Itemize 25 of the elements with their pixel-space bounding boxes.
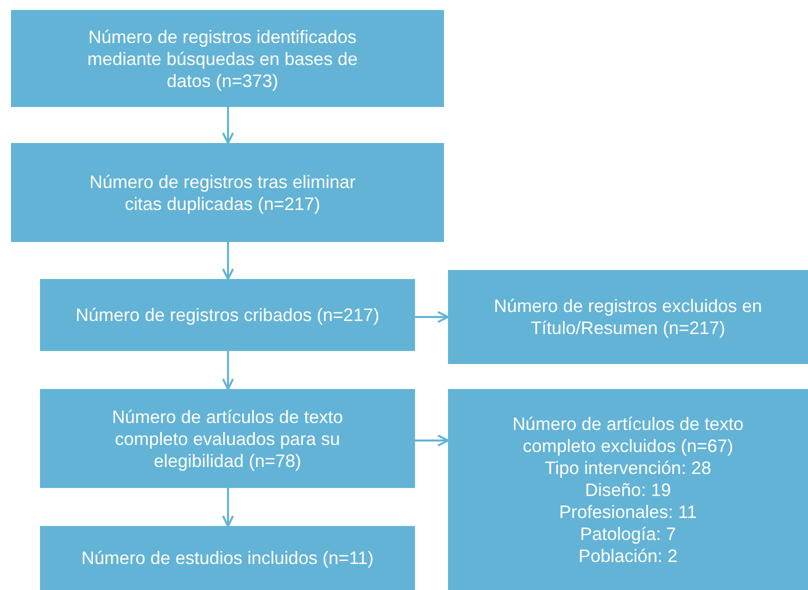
exclusion-reason: Profesionales: 11: [559, 500, 697, 522]
exclusion-reason: Patología: 7: [580, 522, 676, 544]
process-box: [40, 279, 415, 351]
box-text: Número de registros excluidos en Título/Resumen (n=217): [492, 295, 764, 339]
box-text: Número de artículos de texto completo evaluados para su elegibilidad (n=78): [110, 406, 344, 472]
process-box: [448, 389, 808, 590]
arrow: [222, 488, 234, 527]
box-text: Número de registros tras eliminar citas duplicadas (n=217): [88, 170, 357, 214]
process-box: [448, 270, 808, 364]
arrow: [222, 107, 234, 144]
box-text: Número de estudios incluidos (n=11): [81, 547, 374, 569]
arrow: [415, 311, 449, 323]
process-box: [40, 526, 415, 590]
exclusion-reason: Diseño: 19: [584, 478, 672, 500]
box-text: Número de registros cribados (n=217): [76, 304, 380, 326]
exclusion-reason: Población: 2: [578, 544, 678, 566]
arrow: [222, 351, 234, 390]
box-text: Número de registros identificados mediante búsquedas en bases de datos (n=373): [86, 26, 359, 92]
arrow: [222, 242, 234, 280]
process-box: [11, 143, 444, 242]
process-box: [40, 389, 415, 488]
box-text: Número de artículos de texto completo excluidos (n=67): [511, 412, 745, 456]
exclusion-reason: Tipo intervención: 28: [544, 456, 712, 478]
process-box: [11, 10, 444, 107]
arrow: [415, 434, 449, 446]
